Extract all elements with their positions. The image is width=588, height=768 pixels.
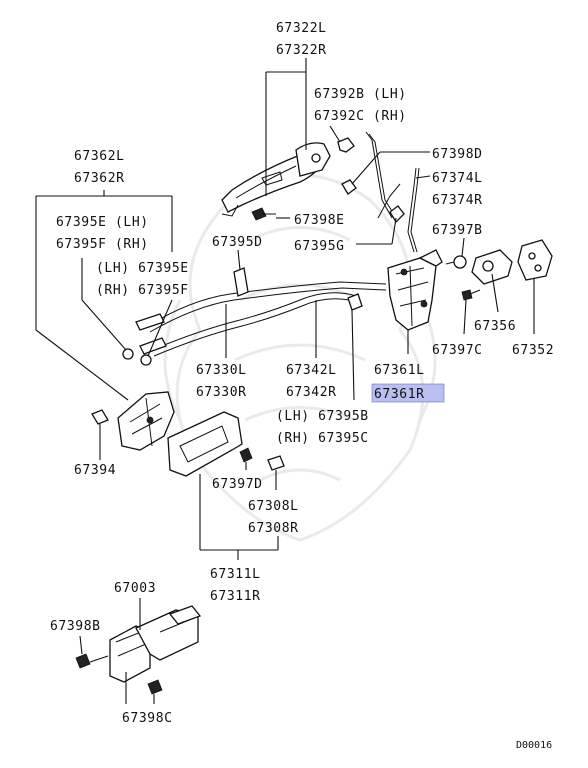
label-67342r: 67342R	[286, 385, 337, 400]
label-67361l: 67361L	[374, 363, 425, 378]
label-67342l: 67342L	[286, 363, 337, 378]
label-lh-67395e: (LH) 67395E	[96, 261, 189, 276]
rod-clip-67392[interactable]	[337, 137, 355, 153]
label-67394: 67394	[74, 463, 116, 478]
label-lh-67395b: (LH) 67395B	[276, 409, 369, 424]
label-67311l: 67311L	[210, 567, 261, 582]
screw-67397d[interactable]	[239, 447, 253, 463]
label-67395f-rh: 67395F (RH)	[56, 237, 149, 252]
label-67308l: 67308L	[248, 499, 299, 514]
label-67361r[interactable]: 67361R	[374, 387, 425, 402]
handle-rods	[365, 131, 420, 253]
cable-clip-67395ef[interactable]	[122, 348, 152, 366]
label-67374l: 67374L	[432, 171, 483, 186]
label-67398d: 67398D	[432, 147, 483, 162]
door-striker[interactable]	[471, 249, 513, 285]
label-67398b: 67398B	[50, 619, 101, 634]
label-67003: 67003	[114, 581, 156, 596]
screw-67397b[interactable]	[445, 255, 467, 269]
label-67395d: 67395D	[212, 235, 263, 250]
label-67397b: 67397B	[432, 223, 483, 238]
watermark-emblem	[163, 173, 437, 542]
cap-67394[interactable]	[91, 409, 109, 425]
door-latch-assembly[interactable]	[387, 249, 443, 331]
cover-67308[interactable]	[267, 455, 285, 471]
label-67330r: 67330R	[196, 385, 247, 400]
bolt-67398b[interactable]	[75, 653, 91, 669]
label-67395g: 67395G	[294, 239, 345, 254]
inside-handle[interactable]	[167, 411, 243, 477]
striker-shim[interactable]	[517, 239, 553, 281]
label-67311r: 67311R	[210, 589, 261, 604]
label-67308r: 67308R	[248, 521, 299, 536]
cable-clip-67395d[interactable]	[233, 267, 249, 297]
label-67362r: 67362R	[74, 171, 125, 186]
label-67392b: 67392B (LH)	[314, 87, 407, 102]
label-rh-67395f: (RH) 67395F	[96, 283, 189, 298]
label-67322r: 67322R	[276, 43, 327, 58]
remote-control[interactable]	[117, 391, 175, 451]
label-67330l: 67330L	[196, 363, 247, 378]
label-67374r: 67374R	[432, 193, 483, 208]
screw-67397c[interactable]	[461, 289, 481, 301]
label-67398c: 67398C	[122, 711, 173, 726]
label-67395e-lh: 67395E (LH)	[56, 215, 149, 230]
label-67322l: 67322L	[276, 21, 327, 36]
label-67352: 67352	[512, 343, 554, 358]
part-labels: 67322L 67322R 67392B (LH) 67392C (RH) 67…	[50, 21, 554, 751]
label-67397c: 67397C	[432, 343, 483, 358]
door-check-hinge[interactable]	[109, 605, 202, 683]
label-67392c: 67392C (RH)	[314, 109, 407, 124]
label-67397d: 67397D	[212, 477, 263, 492]
label-67362l: 67362L	[74, 149, 125, 164]
highlight-67361r	[371, 383, 445, 403]
lock-cables	[135, 281, 387, 357]
label-67398e: 67398E	[294, 213, 345, 228]
diagram-code: D00016	[516, 740, 552, 751]
screw-67398e[interactable]	[251, 207, 276, 221]
cable-clip-67395b[interactable]	[347, 293, 363, 311]
clip-67395g[interactable]	[389, 205, 405, 224]
label-67356: 67356	[474, 319, 516, 334]
bolt-67398c[interactable]	[147, 679, 163, 695]
leader-lines	[35, 58, 535, 704]
outside-handle[interactable]	[221, 142, 331, 217]
label-rh-67395c: (RH) 67395C	[276, 431, 369, 446]
